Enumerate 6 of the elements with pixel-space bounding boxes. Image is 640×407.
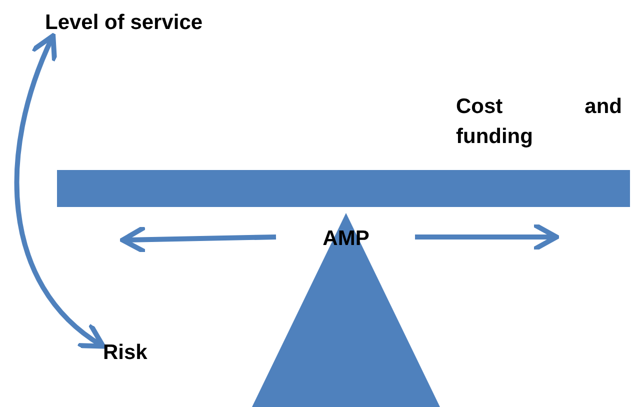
seesaw-beam [57,170,630,207]
fulcrum-triangle [252,213,440,407]
node-label: Level of service [45,10,203,36]
label-text: Cost and funding [456,94,622,150]
node-label: Risk [103,340,148,366]
curved-arrow [14,33,106,349]
